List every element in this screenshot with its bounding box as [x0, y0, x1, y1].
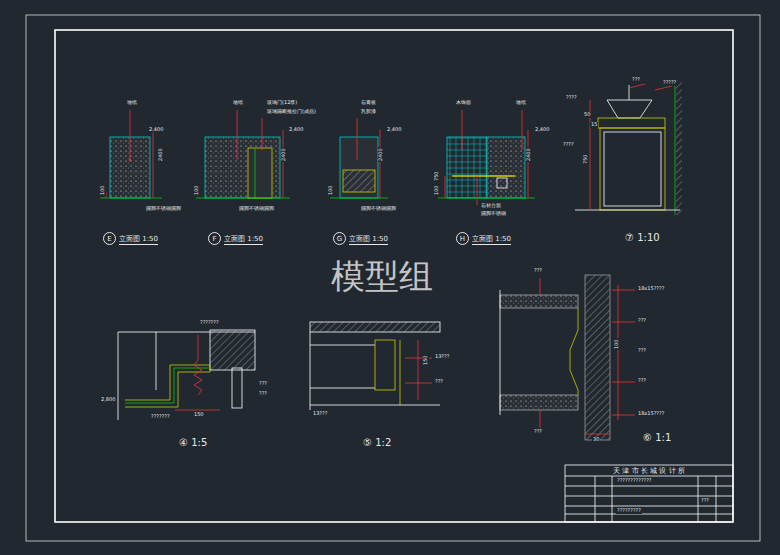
- annotation: ???: [637, 378, 647, 384]
- annotation: 玻璃门(12厚): [266, 100, 298, 106]
- annotation: 2400: [526, 147, 532, 162]
- annotation: ???: [637, 348, 647, 354]
- annotation: 15: [590, 122, 598, 128]
- annotation: 踢脚不锈钢踢脚: [360, 206, 397, 212]
- annotation: ???: [700, 498, 710, 504]
- elevation-marker: G立面图 1:50: [333, 232, 346, 245]
- annotation: 750: [434, 170, 440, 182]
- title-text: 天 津 市 长 城 设 计 所: [613, 466, 685, 476]
- annotation: 墙纸: [126, 100, 138, 106]
- annotation: ???: [434, 379, 444, 385]
- elevation-marker: H立面图 1:50: [456, 232, 469, 245]
- annotation: ???: [637, 318, 647, 324]
- annotation: 13???: [312, 411, 328, 417]
- annotation: 石膏板: [360, 100, 377, 106]
- annotation: ???: [631, 77, 641, 83]
- annotation: ?????: [662, 80, 677, 86]
- annotation: 100: [194, 184, 200, 196]
- annotation: ⑥ 1:1: [642, 432, 672, 443]
- annotation: 750: [583, 153, 589, 165]
- annotation: 18x15????: [637, 411, 665, 417]
- view-title: 立面图 1:50: [119, 234, 158, 245]
- annotation: 踢脚不锈钢踢脚: [145, 206, 182, 212]
- marker-letter: E: [107, 235, 111, 243]
- annotation: 18x15????: [637, 286, 665, 292]
- annotation: ???: [258, 381, 268, 387]
- annotation: 踢脚不锈钢: [480, 211, 507, 217]
- annotation: 2,400: [288, 127, 304, 133]
- annotation: 2,400: [386, 127, 402, 133]
- annotation: ?????????????: [616, 478, 653, 484]
- elevation-marker: F立面图 1:50: [208, 232, 221, 245]
- marker-letter: H: [460, 235, 465, 243]
- annotation: 13???: [434, 354, 450, 360]
- elevation-marker: E立面图 1:50: [103, 232, 116, 245]
- watermark: 模型组: [330, 258, 434, 295]
- annotation: ????: [565, 95, 578, 101]
- annotation: 50: [583, 112, 591, 118]
- annotation: 玻璃隔断推拉门(成品): [266, 109, 317, 115]
- annotation: 石材台面: [480, 203, 502, 209]
- title-block: 天 津 市 长 城 设 计 所: [565, 465, 733, 476]
- annotation: ???: [533, 268, 543, 274]
- annotation: ???????: [199, 320, 220, 326]
- annotation: 150: [423, 354, 429, 366]
- annotation: 木饰面: [455, 100, 472, 106]
- annotation: 2,800: [100, 397, 116, 403]
- view-title: 立面图 1:50: [224, 234, 263, 245]
- annotation: ⑦ 1:10: [624, 232, 661, 243]
- annotation: 2,400: [534, 127, 550, 133]
- annotation: 150: [193, 412, 205, 418]
- annotation: ???: [533, 429, 543, 435]
- view-title: 立面图 1:50: [472, 234, 511, 245]
- annotation: 2,400: [148, 127, 164, 133]
- annotation: ⑤ 1:2: [362, 437, 392, 448]
- annotation: ???????: [150, 414, 171, 420]
- annotation: 2400: [378, 147, 384, 162]
- annotation: 100: [328, 184, 334, 196]
- annotation: 踢脚不锈钢踢脚: [238, 206, 275, 212]
- annotation: 100: [614, 338, 620, 350]
- view-title: 立面图 1:50: [349, 234, 388, 245]
- annotation: 墙纸: [515, 100, 527, 106]
- annotation: 墙纸: [232, 100, 244, 106]
- marker-letter: F: [212, 235, 216, 243]
- annotation: 2400: [158, 147, 164, 162]
- annotation: 2400: [281, 147, 287, 162]
- marker-letter: G: [337, 235, 342, 243]
- annotation: 100: [434, 184, 440, 196]
- annotation: ????: [562, 142, 575, 148]
- annotation: 乳胶漆: [360, 109, 377, 115]
- annotation: 100: [100, 184, 106, 196]
- annotation: ④ 1:5: [178, 437, 208, 448]
- annotation: ???: [258, 391, 268, 397]
- annotation: 30: [592, 437, 600, 443]
- annotation: ?????????: [616, 508, 642, 514]
